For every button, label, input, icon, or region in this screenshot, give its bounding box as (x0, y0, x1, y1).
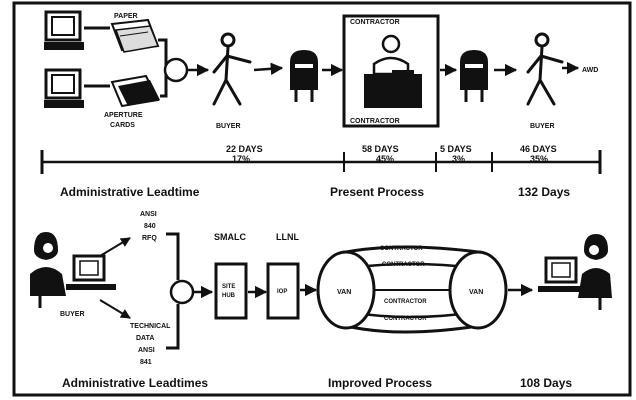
present-leadtime-label: Administrative Leadtime (60, 185, 200, 199)
tech-data-label-1: TECHNICAL (130, 323, 171, 330)
van-left-label: VAN (337, 289, 351, 296)
van-contractor-label: CONTRACTOR (380, 246, 423, 252)
buyer-walking-icon (212, 32, 252, 106)
ansi-rfq-label-1: ANSI (140, 211, 157, 218)
mailbox-icon (290, 50, 318, 102)
outer-frame (12, 1, 632, 397)
segment-days: 46 DAYS (520, 144, 557, 154)
tech-data-label-3: ANSI (138, 347, 155, 354)
contractor-at-desk-icon (364, 34, 422, 108)
site-hub-label-1: SITE (222, 284, 235, 290)
ansi-rfq-label-2: 840 (144, 223, 156, 230)
smalc-label: SMALC (214, 232, 246, 242)
buyer-label-1: BUYER (216, 123, 241, 130)
merge-node (169, 279, 195, 305)
paper-label: PAPER (114, 13, 138, 20)
awd-label: AWD (582, 67, 598, 74)
tech-data-label-2: DATA (136, 335, 154, 342)
present-process-label: Present Process (330, 185, 424, 199)
segment-days: 22 DAYS (226, 144, 263, 154)
computer-terminal-icon (44, 10, 84, 50)
improved-process-label: Improved Process (328, 376, 432, 390)
tech-data-label-4: 841 (140, 359, 152, 366)
buyer-label-2: BUYER (530, 123, 555, 130)
present-total-label: 132 Days (518, 185, 570, 199)
merge-node (163, 57, 189, 83)
van-node-right (448, 250, 508, 330)
van-contractor-label: CONTRACTOR (382, 262, 425, 268)
contractor-label-bottom: CONTRACTOR (350, 118, 400, 125)
van-node-left (316, 250, 376, 330)
improved-total-label: 108 Days (520, 376, 572, 390)
van-contractor-label: CONTRACTOR (384, 299, 427, 305)
aperture-label-1: APERTURE (104, 112, 143, 119)
connector (160, 70, 168, 98)
aperture-cards-icon (110, 74, 160, 108)
aperture-label-2: CARDS (110, 122, 135, 129)
segment-percent: 35% (530, 154, 548, 164)
buyer-walking-icon (526, 32, 564, 106)
flow-arrow (99, 299, 131, 319)
computer-terminal-icon (44, 68, 84, 108)
flow-arrow (99, 237, 131, 257)
van-contractor-label: CONTRACTOR (384, 316, 427, 322)
segment-days: 5 DAYS (440, 144, 472, 154)
segment-percent: 3% (452, 154, 465, 164)
mailbox-icon (460, 50, 488, 102)
improved-leadtime-label: Administrative Leadtimes (62, 376, 208, 390)
contractor-label-top: CONTRACTOR (350, 19, 400, 26)
buyer-at-computer-icon (30, 232, 116, 308)
paper-stack-icon (110, 18, 160, 53)
site-hub-label-2: HUB (222, 293, 236, 299)
iop-label: IOP (277, 289, 287, 295)
segment-percent: 45% (376, 154, 394, 164)
contractor-at-computer-icon (538, 234, 612, 310)
improved-buyer-label: BUYER (60, 311, 85, 318)
connector (158, 38, 168, 70)
iop-box (266, 262, 300, 320)
flow-arrow (253, 62, 284, 76)
site-hub-box (214, 262, 248, 320)
segment-percent: 17% (232, 154, 250, 164)
segment-days: 58 DAYS (362, 144, 399, 154)
van-right-label: VAN (469, 289, 483, 296)
connector (166, 304, 180, 350)
llnl-label: LLNL (276, 232, 299, 242)
connector (166, 232, 180, 280)
ansi-rfq-label-3: RFQ (142, 235, 157, 242)
